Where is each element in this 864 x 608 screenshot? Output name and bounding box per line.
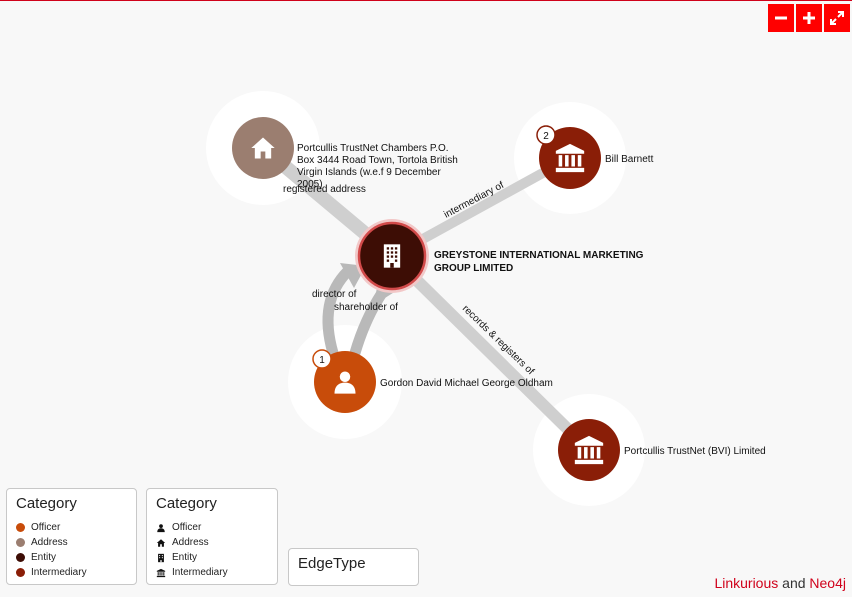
credits: Linkurious and Neo4j [714, 575, 846, 591]
building-icon [158, 553, 164, 562]
legend-title: EdgeType [298, 555, 366, 572]
legend-item-intermediary: Intermediary [16, 565, 87, 580]
link-linkurious[interactable]: Linkurious [714, 575, 779, 591]
legend-item-address: Address [156, 535, 228, 550]
legend-item-entity: Entity [156, 550, 228, 565]
legend-title: Category [16, 495, 77, 512]
node-badge-bill: 2 [543, 131, 549, 142]
badge [312, 349, 332, 369]
node-label-portcullis: Portcullis TrustNet (BVI) Limited [624, 446, 766, 457]
badge [536, 125, 556, 145]
node-officer[interactable]: 1 Gordon David Michael George Oldham [312, 349, 553, 413]
minus-icon [775, 16, 787, 20]
graph-view[interactable]: registered address intermediary of direc… [0, 1, 852, 597]
fullscreen-button[interactable] [824, 4, 850, 32]
legend-item-address: Address [16, 535, 87, 550]
legend-category-color: Category Officer Address Entity Intermed… [6, 488, 137, 585]
node-address[interactable]: Portcullis TrustNet Chambers P.O. Box 34… [232, 117, 461, 190]
legend-item-officer: Officer [16, 520, 87, 535]
edge-label-shareholder-of: shareholder of [334, 302, 398, 313]
home-icon [156, 538, 166, 547]
node-badge-officer: 1 [319, 355, 325, 366]
zoom-out-button[interactable] [768, 4, 794, 32]
legend-title: Category [156, 495, 217, 512]
plus-icon [803, 12, 815, 24]
person-icon [157, 523, 165, 532]
edge-label-registered-address: registered address [283, 184, 366, 195]
node-label-bill: Bill Barnett [605, 154, 654, 165]
legend-category-icon: Category Officer Address Entity Intermed… [146, 488, 278, 585]
node-portcullis[interactable]: Portcullis TrustNet (BVI) Limited [558, 419, 766, 481]
legend-item-officer: Officer [156, 520, 228, 535]
edge-label-director-of: director of [312, 289, 357, 300]
node-label-entity: GREYSTONE INTERNATIONAL MARKETING GROUP … [434, 250, 646, 274]
node-entity[interactable]: GREYSTONE INTERNATIONAL MARKETING GROUP … [355, 219, 646, 293]
graph-canvas[interactable]: registered address intermediary of direc… [0, 0, 852, 597]
node-label-address: Portcullis TrustNet Chambers P.O. Box 34… [297, 143, 461, 190]
zoom-in-button[interactable] [796, 4, 822, 32]
edge-director-of[interactable] [322, 265, 354, 359]
bank-icon [156, 568, 166, 577]
expand-icon [830, 11, 844, 25]
legend-item-intermediary: Intermediary [156, 565, 228, 580]
legend-edge-type: EdgeType [288, 548, 419, 586]
link-neo4j[interactable]: Neo4j [809, 575, 846, 591]
node-label-officer: Gordon David Michael George Oldham [380, 378, 553, 389]
node-bill-barnett[interactable]: 2 Bill Barnett [536, 125, 654, 189]
building-icon [383, 244, 401, 268]
edge-records-registers-of[interactable] [386, 250, 595, 456]
legend-item-entity: Entity [16, 550, 87, 565]
credits-and: and [778, 575, 810, 591]
